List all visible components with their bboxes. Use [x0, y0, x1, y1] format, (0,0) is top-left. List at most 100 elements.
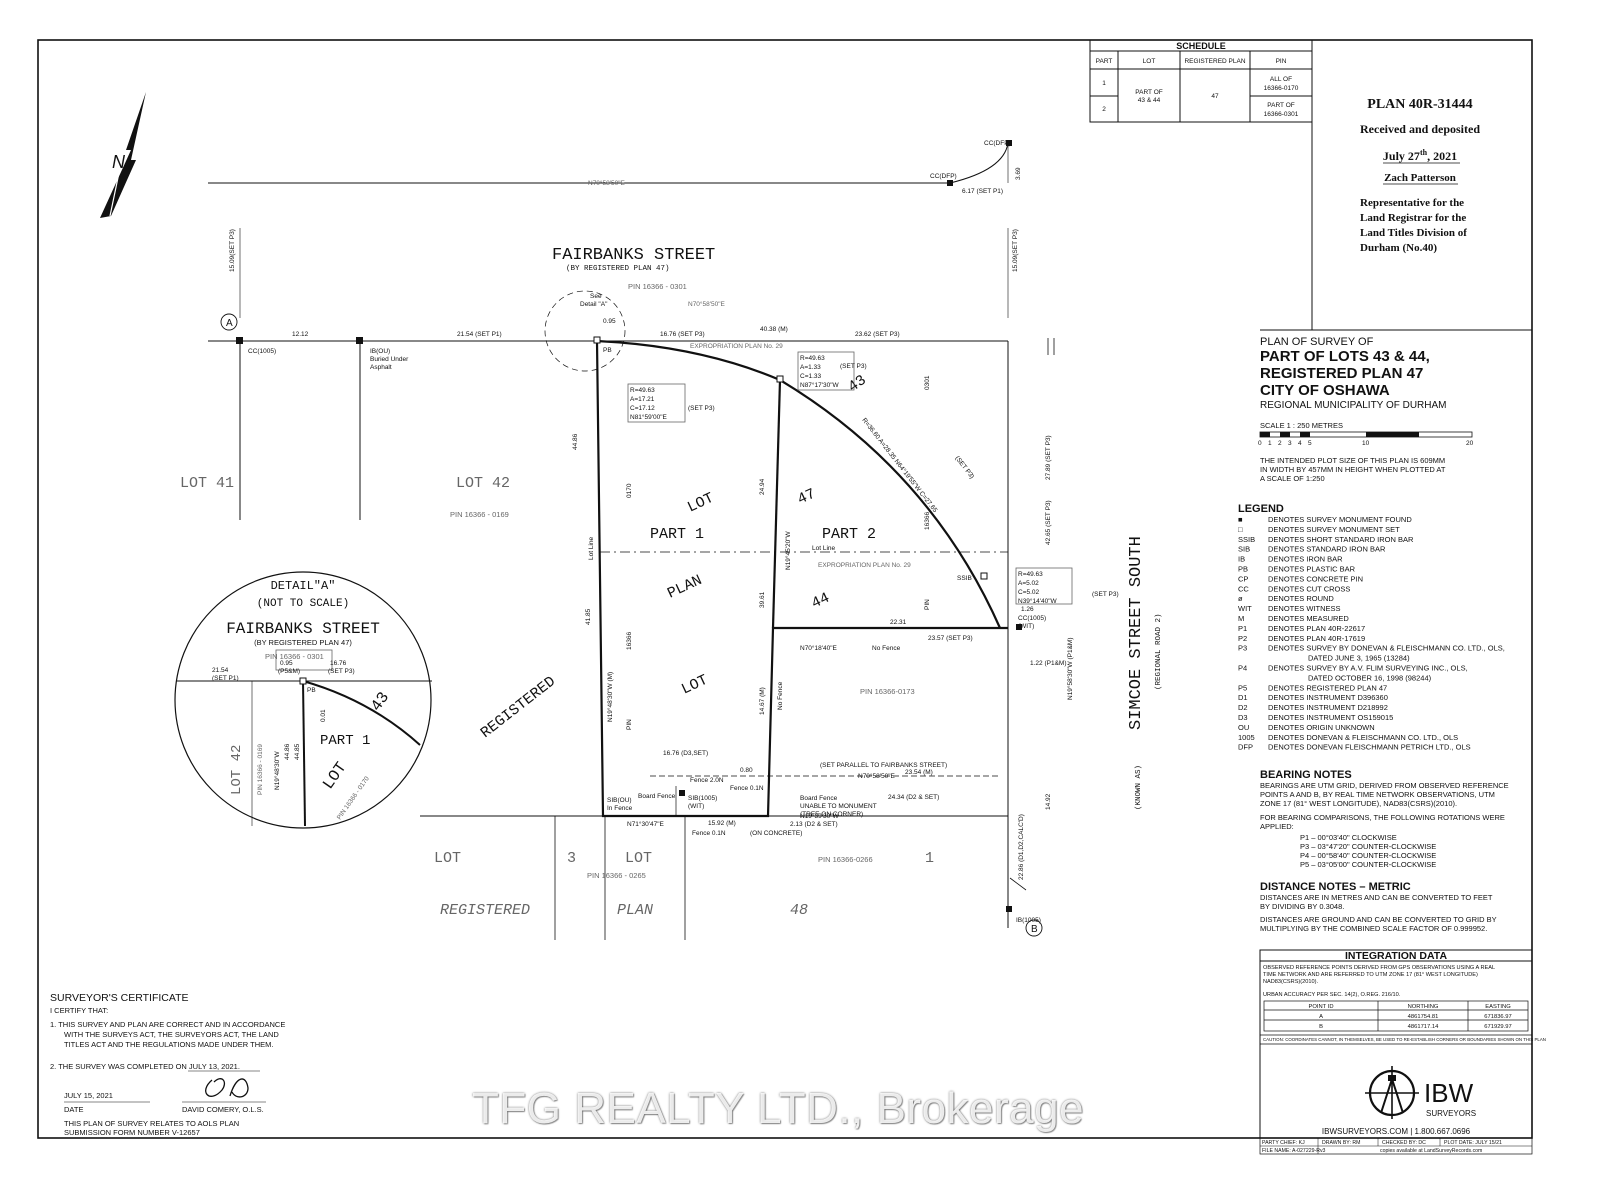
- legend-description: DENOTES MEASURED: [1268, 614, 1349, 623]
- scale-tick-3: 3: [1288, 440, 1292, 447]
- rotation-p3: P3 – 03°47'20" COUNTER-CLOCKWISE: [1300, 842, 1436, 851]
- legend-description: DATED OCTOBER 16, 1998 (98244): [1308, 673, 1432, 682]
- dist-22-86: 22.86 (D1,D2,CALC'D): [1018, 814, 1025, 880]
- legend-description: DENOTES SURVEY MONUMENT FOUND: [1268, 515, 1412, 524]
- legend-title: LEGEND: [1238, 503, 1284, 515]
- legend-symbol: P5: [1238, 683, 1247, 692]
- dist-39-61: 39.61: [759, 591, 766, 608]
- bearing-n19-48: N19°48'30"W (M): [606, 672, 614, 722]
- distance-notes: DISTANCE NOTES – METRIC DISTANCES ARE IN…: [1260, 881, 1497, 933]
- cc-1005-b1: CC(1005): [1018, 615, 1046, 622]
- integration-title: INTEGRATION DATA: [1345, 950, 1447, 962]
- deposit-received: Received and deposited: [1360, 122, 1480, 136]
- sheet-border: [37, 39, 1533, 1139]
- detail-pb: PB: [307, 687, 316, 694]
- dist-2-13: 2.13 (D2 & SET): [790, 821, 838, 828]
- scale-tick-1: 1: [1268, 440, 1272, 447]
- legend-symbol: CP: [1238, 574, 1248, 583]
- integration-desc-2: TIME NETWORK AND ARE REFERRED TO UTM ZON…: [1263, 972, 1478, 978]
- dist-0-80: 0.80: [740, 767, 753, 774]
- dist-16-76: 16.76 (SET P3): [660, 331, 705, 338]
- bearing-note-1: BEARINGS ARE UTM GRID, DERIVED FROM OBSE…: [1260, 781, 1509, 790]
- detail-bearing: N19°48'30"W: [273, 750, 281, 790]
- dist-15-92: 15.92 (M): [708, 820, 736, 827]
- legend-description: DENOTES STANDARD IRON BAR: [1268, 545, 1386, 554]
- registered-48-b: PLAN: [617, 902, 653, 919]
- certificate-item2: 2. THE SURVEY WAS COMPLETED ON JULY 13, …: [50, 1062, 240, 1071]
- curve1-r: R=49.63: [630, 387, 655, 394]
- pin-16366-v: 16366: [626, 632, 633, 650]
- dist-23-54: 23.54 (M): [905, 769, 933, 776]
- bearing-notes: BEARING NOTES BEARINGS ARE UTM GRID, DER…: [1260, 769, 1509, 869]
- unable-2: (TREE ON CORNER): [800, 811, 863, 818]
- part-2: PART 2: [822, 526, 876, 543]
- pb-label: PB: [603, 347, 612, 354]
- north-bearing: N70°58'50"E: [588, 179, 626, 187]
- distance-note-2: BY DIVIDING BY 0.3048.: [1260, 902, 1344, 911]
- ib-ou-1: IB(OU): [370, 348, 390, 355]
- lot-42: LOT 42: [456, 475, 510, 492]
- dist-27-89: 27.89 (SET P3): [1045, 435, 1052, 480]
- street-simcoe-pre: (KNOWN AS): [1135, 765, 1143, 810]
- dist-24-94: 24.94: [759, 478, 766, 495]
- dist-14-92: 14.92: [1045, 793, 1052, 810]
- legend-description: DENOTES INSTRUMENT D396360: [1268, 693, 1388, 702]
- legend-description: DENOTES CUT CROSS: [1268, 584, 1350, 593]
- integration-desc-1: OBSERVED REFERENCE POINTS DERIVED FROM G…: [1263, 965, 1495, 971]
- copies-available: copies available at LandSurveyRecords.co…: [1380, 1148, 1482, 1154]
- lot-44: 44: [809, 590, 833, 613]
- curve3-c: C=5.02: [1018, 589, 1040, 596]
- distance-note-3: DISTANCES ARE GROUND AND CAN BE CONVERTE…: [1260, 915, 1497, 924]
- detail-d-21-54: 21.54: [212, 667, 229, 674]
- dist-24-34: 24.34 (D2 & SET): [888, 794, 939, 801]
- legend-description: DENOTES DONEVAN FLEISCHMANN PETRICH LTD.…: [1268, 743, 1471, 752]
- legend-description: DENOTES INSTRUMENT OS159015: [1268, 713, 1393, 722]
- integration-desc-3: NAD83(CSRS)(2010).: [1263, 979, 1318, 985]
- certificate-title: SURVEYOR'S CERTIFICATE: [50, 992, 189, 1004]
- board-fence-2: Board Fence: [800, 795, 838, 802]
- lot-label-47: 47: [795, 486, 819, 509]
- board-fence: Board Fence: [638, 793, 676, 800]
- rotation-p5: P5 – 03°05'00" COUNTER-CLOCKWISE: [1300, 860, 1436, 869]
- on-concrete: (ON CONCRETE): [750, 830, 802, 837]
- ib-ou-3: Asphalt: [370, 364, 392, 371]
- scale-tick-20: 20: [1466, 440, 1474, 447]
- sib-ou-2: In Fence: [607, 805, 633, 812]
- ib-ou-2: Buried Under: [370, 356, 409, 363]
- legend-symbol: ø: [1238, 594, 1243, 603]
- scale-bar: [1259, 431, 1473, 438]
- legend-symbol: WIT: [1238, 604, 1252, 613]
- integration-header-northing: NORTHING: [1408, 1004, 1439, 1010]
- see-detail-1: See: [590, 293, 602, 300]
- part-1: PART 1: [650, 526, 704, 543]
- certificate-date-value: JULY 15, 2021: [64, 1091, 113, 1100]
- schedule-part-2: 2: [1102, 106, 1106, 113]
- title-block: PLAN OF SURVEY OF PART OF LOTS 43 & 44, …: [1258, 329, 1532, 483]
- curve2-r: R=49.63: [800, 355, 825, 362]
- curve3-a: A=5.02: [1018, 580, 1039, 587]
- legend-symbol: M: [1238, 614, 1244, 623]
- curve1-bearing: N81°59'00"E: [630, 413, 668, 421]
- dist-15-09-a: 15.09(SET P3): [229, 229, 236, 272]
- bearing-north-line: N70°58'50"E: [688, 300, 726, 308]
- legend-symbol: D3: [1238, 713, 1248, 722]
- plan-label: PLAN: [665, 572, 705, 603]
- detail-d-44-85: 44.85: [294, 743, 301, 760]
- see-detail-2: Detail "A": [580, 301, 608, 308]
- party-chief: PARTY CHIEF: KJ: [1262, 1140, 1305, 1146]
- scale-tick-10: 10: [1362, 440, 1370, 447]
- pin-0173: PIN 16366-0173: [860, 687, 915, 696]
- pin-word-v2: PIN: [924, 599, 931, 610]
- pin-0266: PIN 16366-0266: [818, 855, 873, 864]
- schedule-header-lot: LOT: [1143, 58, 1156, 65]
- no-fence-2: No Fence: [777, 681, 784, 710]
- lot-43: 43: [845, 372, 870, 396]
- lot-label-c: LOT: [679, 672, 711, 699]
- north-arrow-icon: N: [100, 92, 146, 218]
- curve2-set: (SET P3): [840, 363, 867, 370]
- surveyors-certificate: SURVEYOR'S CERTIFICATE I CERTIFY THAT: 1…: [50, 992, 285, 1137]
- integration-data: INTEGRATION DATA OBSERVED REFERENCE POIN…: [1259, 949, 1546, 1139]
- registered-label: REGISTERED: [478, 673, 559, 742]
- unable-1: UNABLE TO MONUMENT: [800, 803, 877, 810]
- bearing-n19-45: N19°45'20"W: [784, 530, 792, 570]
